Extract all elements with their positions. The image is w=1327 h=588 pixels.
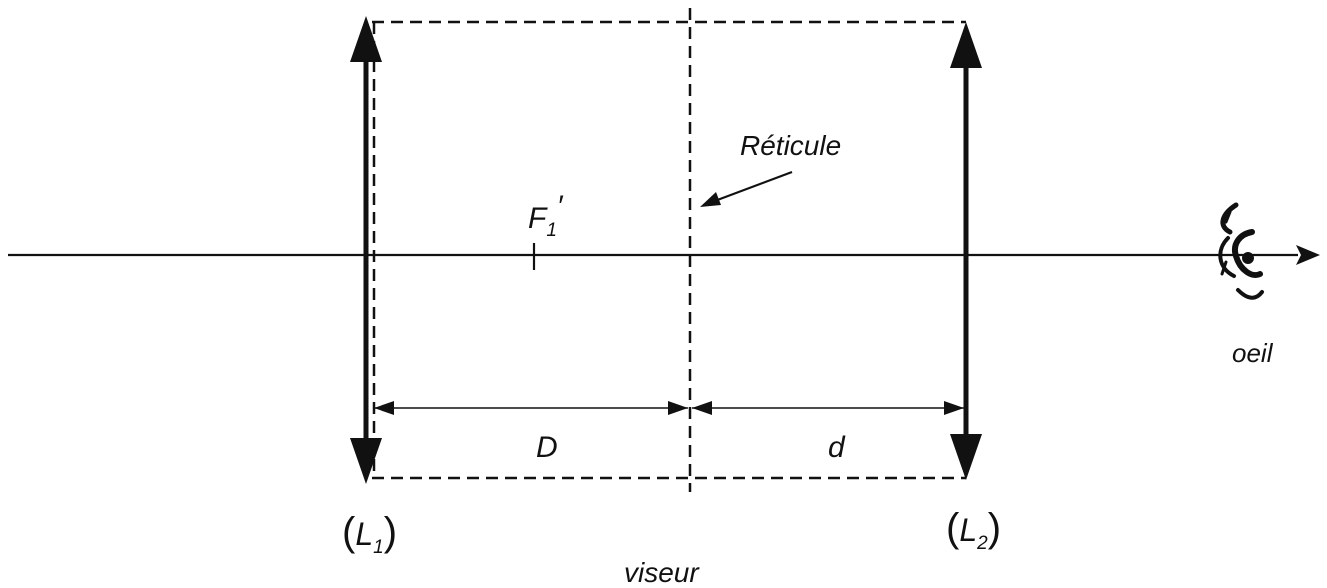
eye-label: oeil xyxy=(1232,338,1274,368)
lens-L2-label: (L2) xyxy=(946,506,1001,554)
lens-L1-label: (L1) xyxy=(342,510,397,558)
distance-d-label: d xyxy=(828,431,846,464)
distance-D-label: D xyxy=(536,431,558,464)
dimension-D xyxy=(374,401,688,415)
reticule-label: Réticule xyxy=(740,130,841,161)
dimension-d xyxy=(692,401,964,415)
viseur-frame xyxy=(372,20,966,480)
lens-L2 xyxy=(950,22,982,480)
focal-point-label: F1′ xyxy=(528,190,564,241)
eye-icon xyxy=(1218,202,1264,300)
optical-axis-arrowhead xyxy=(1296,245,1320,265)
viseur-label: viseur xyxy=(624,557,700,588)
reticule-pointer-arrow xyxy=(700,170,793,207)
lens-L1 xyxy=(350,16,382,484)
